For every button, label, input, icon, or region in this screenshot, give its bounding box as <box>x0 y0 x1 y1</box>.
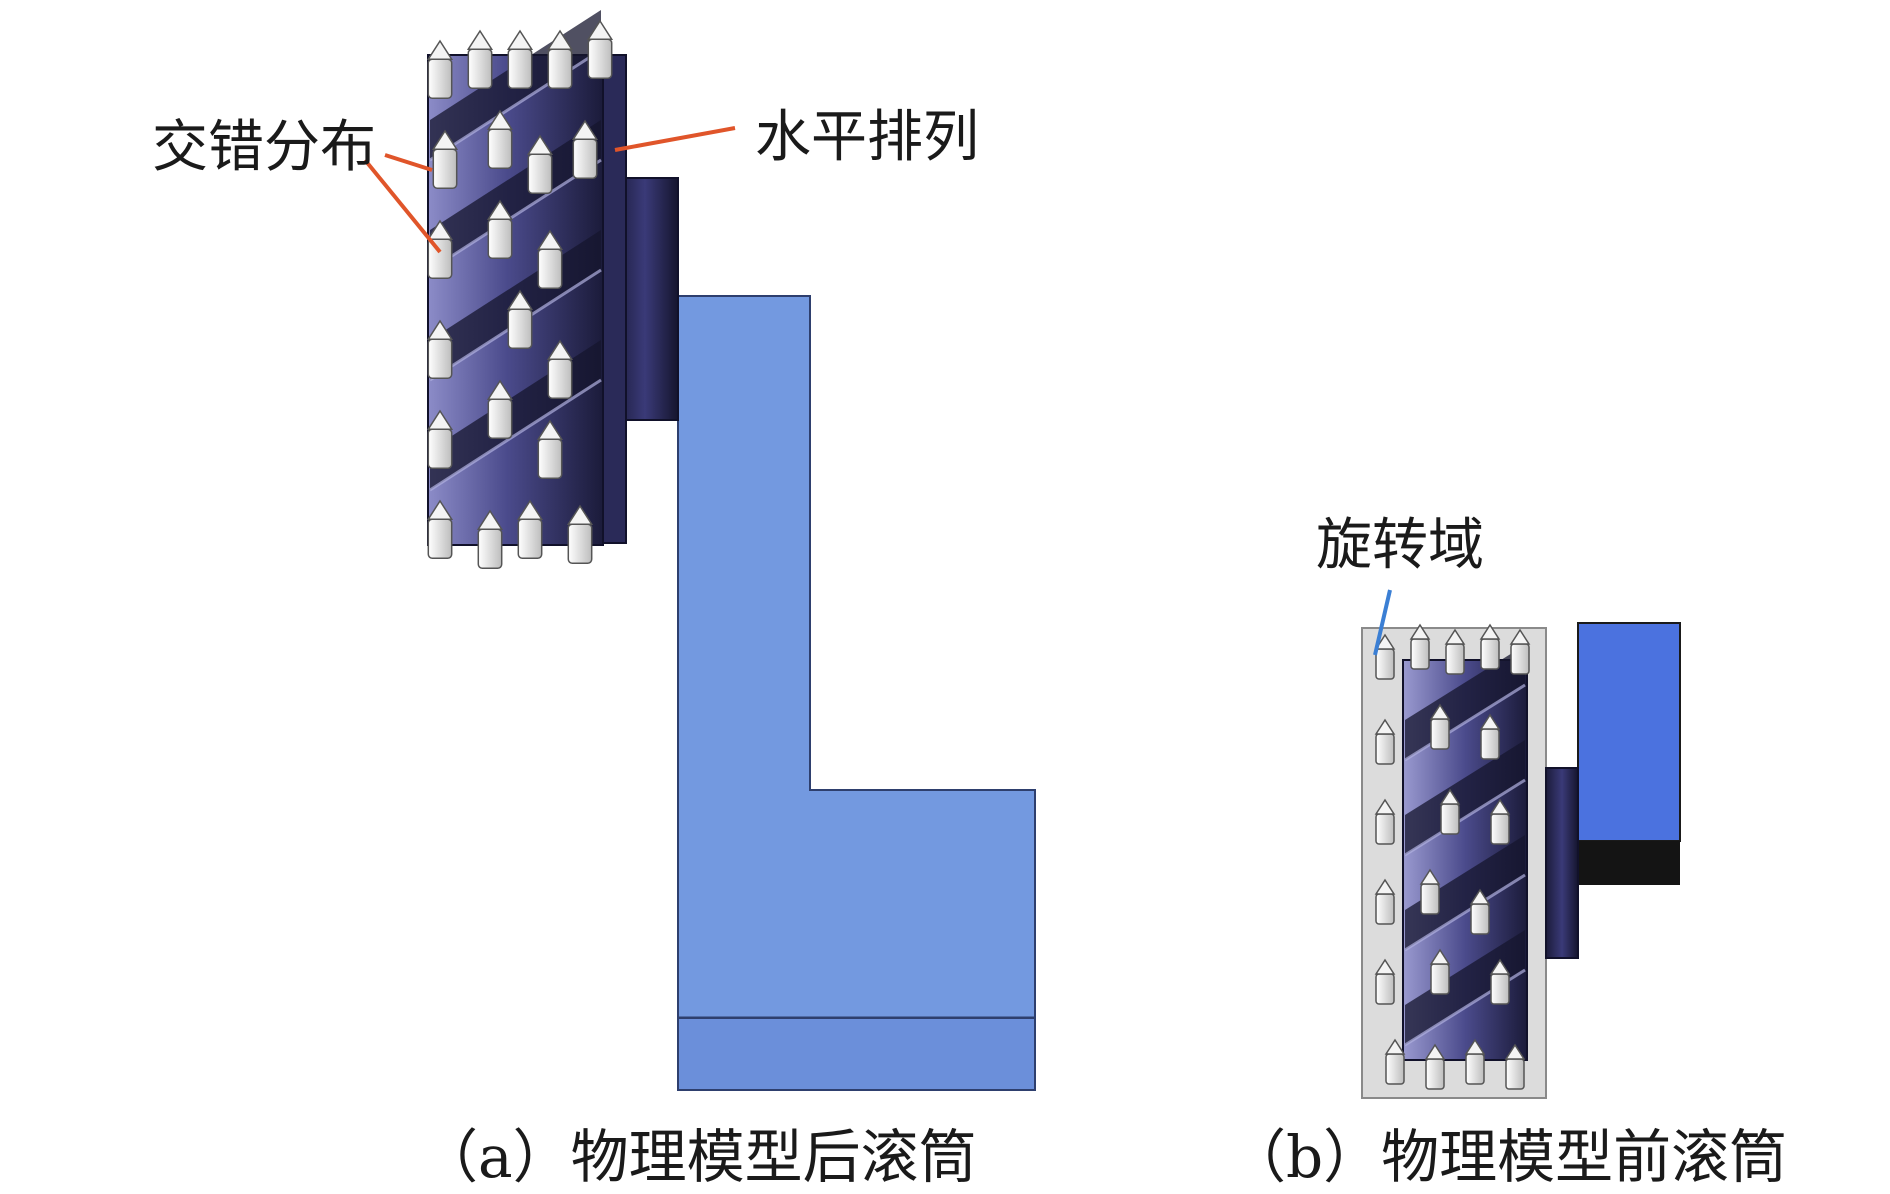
cutting-pick <box>426 39 454 99</box>
cutting-pick <box>486 379 514 439</box>
cutting-pick <box>426 219 454 279</box>
vane-b-edge <box>1404 873 1526 952</box>
cutting-pick-b <box>1489 798 1511 845</box>
cutting-pick <box>586 19 614 79</box>
machine-frame <box>677 295 1036 1091</box>
cutting-pick-b <box>1374 958 1396 1005</box>
cutting-pick-b <box>1374 718 1396 765</box>
cutting-pick <box>426 499 454 559</box>
cutting-pick-b <box>1424 1043 1446 1090</box>
cutting-pick-b <box>1374 633 1396 680</box>
mount-block-base <box>1578 841 1680 885</box>
cutting-pick-b <box>1374 798 1396 845</box>
mount-block <box>1577 622 1681 842</box>
cutting-pick <box>486 199 514 259</box>
cutting-pick <box>431 129 459 189</box>
vane-b-edge <box>1404 683 1526 762</box>
cutting-pick <box>476 509 504 569</box>
cutting-pick-b <box>1419 868 1441 915</box>
vane-b <box>1405 930 1525 1045</box>
leader-line-rotation-domain <box>1373 589 1392 656</box>
leader-line-staggered-2 <box>363 158 442 254</box>
vane <box>430 120 601 270</box>
cutting-pick <box>486 109 514 169</box>
cutting-pick-b <box>1439 788 1461 835</box>
cutting-pick <box>426 319 454 379</box>
cutting-pick-b <box>1374 878 1396 925</box>
cutting-pick-b <box>1469 888 1491 935</box>
vane-edge <box>429 158 602 272</box>
frame-base <box>679 1019 1034 1089</box>
cutting-pick-b <box>1464 1038 1486 1085</box>
cutting-pick <box>506 289 534 349</box>
cutting-picks <box>426 19 614 569</box>
cutting-pick <box>526 134 554 194</box>
annotation-staggered: 交错分布 <box>152 115 376 180</box>
rear-drum-model <box>363 10 1036 1091</box>
vane-edge <box>429 378 602 492</box>
cutting-pick <box>546 339 574 399</box>
cutting-pick <box>571 119 599 179</box>
cutting-pick-b <box>1384 1038 1406 1085</box>
cutting-pick-b <box>1429 703 1451 750</box>
vane-b <box>1405 835 1525 950</box>
cutting-pick-b <box>1409 623 1431 670</box>
cutting-pick <box>536 419 564 479</box>
cutting-pick <box>506 29 534 89</box>
cutting-pick <box>466 29 494 89</box>
cutting-pick <box>536 229 564 289</box>
leader-line-horizontal <box>614 126 736 152</box>
cutting-pick-b <box>1489 958 1511 1005</box>
cutting-pick <box>566 504 594 564</box>
cutting-pick-b <box>1504 1043 1526 1090</box>
cutting-pick-b <box>1444 628 1466 675</box>
helical-vanes-b <box>1404 645 1526 1047</box>
vane-b <box>1405 740 1525 855</box>
cutting-pick <box>516 499 544 559</box>
caption-front-drum: （b）物理模型前滚筒 <box>1228 1123 1788 1191</box>
front-drum-model <box>1361 589 1681 1099</box>
cutting-pick-b <box>1479 713 1501 760</box>
cutting-pick <box>426 409 454 469</box>
cutting-picks-b <box>1374 623 1531 1090</box>
drum-hub-b <box>1545 767 1579 959</box>
annotation-horizontal: 水平排列 <box>755 105 979 170</box>
cutting-pick <box>546 29 574 89</box>
caption-rear-drum: （a）物理模型后滚筒 <box>420 1123 977 1191</box>
vane-edge <box>429 48 602 162</box>
annotation-rotation-domain: 旋转域 <box>1316 513 1484 578</box>
cutting-pick-b <box>1509 628 1531 675</box>
vane-b-edge <box>1404 778 1526 857</box>
cutting-pick-b <box>1429 948 1451 995</box>
cutting-pick-b <box>1479 623 1501 670</box>
leader-line-staggered-1 <box>384 153 433 172</box>
